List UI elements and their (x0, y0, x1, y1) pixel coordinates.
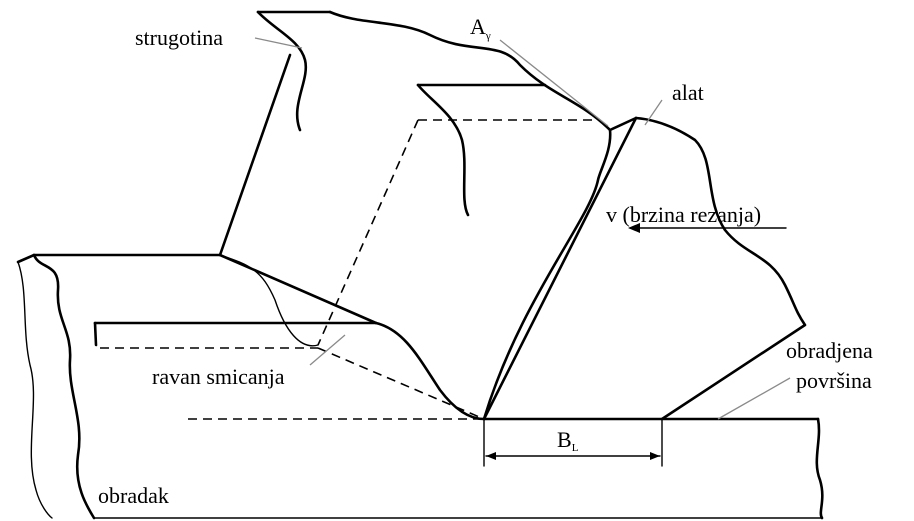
label-strugotina: strugotina (135, 25, 223, 50)
workpiece-left-break-back (17, 261, 53, 519)
chip (218, 10, 612, 421)
leaders (254, 37, 791, 420)
label-bl-sub: L (572, 442, 579, 454)
leader-strugotina (254, 37, 303, 49)
leader-ravan (309, 334, 346, 366)
workpiece (16, 253, 824, 520)
chip-front-curve (482, 128, 612, 421)
label-alat: alat (672, 80, 704, 105)
tool-tip-edge (608, 116, 638, 132)
chip-root-curve (374, 321, 486, 421)
label-bl: BL (557, 427, 579, 454)
leader-obradjena (717, 377, 791, 420)
workpiece-step-edge (93, 321, 98, 347)
label-bl-main: B (557, 427, 572, 452)
tool-outline (634, 116, 807, 421)
workpiece-right-break (815, 417, 824, 520)
label-obradak: obradak (98, 483, 169, 508)
shear-plane (100, 119, 600, 420)
label-obradjena: obradjena (786, 338, 873, 363)
leader-alat (644, 99, 663, 126)
shear-plane-left-dash (317, 119, 419, 346)
leader-a-gamma (499, 39, 609, 127)
shear-plane-diagonal-dash (317, 347, 485, 420)
bl-arrow-right (650, 452, 660, 460)
tool (374, 116, 807, 421)
label-brzina: v (brzina rezanja) (606, 202, 761, 227)
velocity-arrow-head (628, 223, 640, 233)
label-a-gamma-sub: γ (485, 30, 491, 42)
chip-outer-curve (328, 10, 612, 132)
chip-inner-curve (416, 83, 470, 217)
chip-left-edge (218, 53, 292, 257)
bl-arrow-left (486, 452, 496, 460)
chip-left-curl (256, 10, 308, 132)
label-ravan-smicanja: ravan smicanja (152, 364, 285, 389)
shear-plane-edge (218, 253, 378, 325)
label-povrsina: površina (796, 368, 872, 393)
tool-rake-face (482, 116, 638, 421)
bl-dimension (483, 418, 663, 467)
chip-underside (219, 254, 319, 347)
velocity-arrow (628, 223, 787, 233)
label-a-gamma-main: A (470, 14, 486, 39)
workpiece-left-break (32, 253, 96, 520)
workpiece-top-back-edge (16, 253, 222, 264)
label-a-gamma: Aγ (470, 14, 491, 42)
